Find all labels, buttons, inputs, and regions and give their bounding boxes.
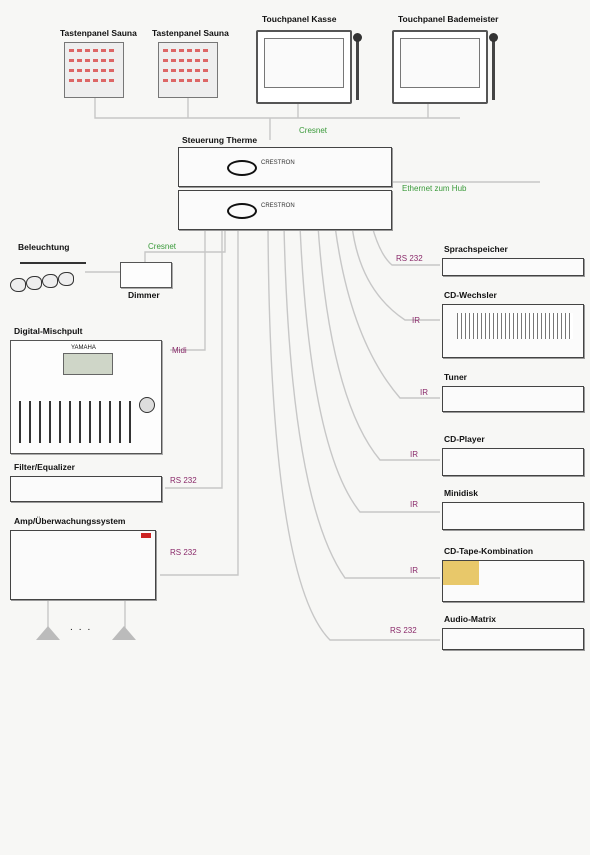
- dimmer-label: Dimmer: [128, 290, 160, 300]
- spotlight-icon[interactable]: [26, 276, 42, 290]
- amp-monitoring-system[interactable]: [10, 530, 156, 600]
- rs232-amp-label: RS 232: [170, 548, 197, 557]
- speaker-line: [47, 598, 126, 628]
- midi-line: [170, 226, 206, 351]
- rs232-matrix-label: RS 232: [390, 626, 417, 635]
- ir-cd-changer-label: IR: [412, 316, 420, 325]
- cd-player-display: [443, 452, 477, 464]
- ethernet-label: Ethernet zum Hub: [402, 184, 467, 193]
- touchpanel-screen[interactable]: [264, 38, 344, 88]
- spotlight-icon[interactable]: [10, 278, 26, 292]
- minidisk[interactable]: [442, 502, 584, 530]
- crestron-swirl-icon: [227, 160, 257, 176]
- speech-display: [443, 259, 473, 267]
- controller-title: Steuerung Therme: [182, 135, 258, 145]
- tuner-knob[interactable]: [443, 397, 457, 411]
- cd-tape-label: CD-Tape-Kombination: [444, 546, 534, 556]
- lighting-label: Beleuchtung: [18, 242, 70, 252]
- audio-matrix[interactable]: [442, 628, 584, 650]
- filter-equalizer[interactable]: [10, 476, 162, 502]
- cd-tape-combo[interactable]: [442, 560, 584, 602]
- amp-line: [160, 226, 239, 576]
- mixer-display: [63, 353, 113, 375]
- rs232-speech-label: RS 232: [396, 254, 423, 263]
- wiring-diagram: [47, 97, 540, 641]
- crestron-swirl-icon: [227, 203, 257, 219]
- ir-minidisk-label: IR: [410, 500, 418, 509]
- filter-label: Filter/Equalizer: [14, 462, 75, 472]
- mixer-jog-wheel[interactable]: [139, 397, 155, 413]
- touchpanel-screen[interactable]: [400, 38, 480, 88]
- touchpanel-bademeister-label: Touchpanel Bademeister: [398, 14, 499, 24]
- mixer-label: Digital-Mischpult: [14, 326, 83, 336]
- tuner-display: [443, 387, 493, 397]
- speaker-icon: [36, 626, 60, 640]
- touchpanel-stand: [489, 33, 498, 100]
- digital-mixer[interactable]: YAMAHA: [10, 340, 162, 454]
- touchpanel-kasse-label: Touchpanel Kasse: [262, 14, 337, 24]
- speaker-ellipsis: ...: [70, 622, 97, 633]
- cd-tape-line: [283, 225, 440, 579]
- touchpanel-bademeister[interactable]: [392, 30, 488, 104]
- controller-brand: CRESTRON: [261, 203, 295, 209]
- minidisk-knob[interactable]: [443, 515, 455, 527]
- ir-cd-player-label: IR: [410, 450, 418, 459]
- cresnet-top-label: Cresnet: [299, 126, 328, 135]
- tape-window: [443, 561, 479, 585]
- keypad-sauna-1[interactable]: [64, 42, 124, 98]
- cd-tape-display: [443, 585, 473, 595]
- cd-player-line: [317, 225, 440, 461]
- cd-changer-label: CD-Wechsler: [444, 290, 497, 300]
- audio-matrix-label: Audio-Matrix: [444, 614, 496, 624]
- spotlight-icon[interactable]: [58, 272, 74, 286]
- keypad-sauna-2-label: Tastenpanel Sauna: [152, 28, 229, 38]
- touchpanel-kasse[interactable]: [256, 30, 352, 104]
- controller-unit-2[interactable]: CRESTRON: [178, 190, 392, 230]
- matrix-line: [267, 225, 440, 641]
- tuner[interactable]: [442, 386, 584, 412]
- dimmer-box[interactable]: [120, 262, 172, 288]
- tuner-label: Tuner: [444, 372, 467, 382]
- amp-label: Amp/Überwachungssystem: [14, 516, 126, 526]
- mixer-brand: YAMAHA: [71, 345, 96, 351]
- midi-label: Midi: [172, 346, 187, 355]
- speech-line: [371, 225, 440, 266]
- cd-player-label: CD-Player: [444, 434, 485, 444]
- lighting-rail: [20, 262, 86, 264]
- speech-storage[interactable]: [442, 258, 584, 276]
- cd-changer-display: [443, 305, 473, 313]
- tuner-line: [334, 225, 440, 399]
- cd-player[interactable]: [442, 448, 584, 476]
- controller-unit-1[interactable]: CRESTRON: [178, 147, 392, 187]
- minidisk-label: Minidisk: [444, 488, 479, 498]
- minidisk-line: [299, 225, 440, 513]
- ir-tuner-label: IR: [420, 388, 428, 397]
- rs232-filter-label: RS 232: [170, 476, 197, 485]
- keypad-sauna-2[interactable]: [158, 42, 218, 98]
- cd-changer[interactable]: [442, 304, 584, 358]
- cd-changer-slots: [457, 313, 573, 339]
- cresnet-left-label: Cresnet: [148, 242, 177, 251]
- cresnet-top-bus: [94, 97, 460, 140]
- minidisk-display: [443, 503, 483, 515]
- cd-changer-line: [351, 225, 440, 321]
- spotlight-icon[interactable]: [42, 274, 58, 288]
- controller-brand: CRESTRON: [261, 160, 295, 166]
- keypad-sauna-1-label: Tastenpanel Sauna: [60, 28, 137, 38]
- speech-label: Sprachspeicher: [444, 244, 508, 254]
- amp-indicator-icon: [141, 533, 151, 538]
- ir-cd-tape-label: IR: [410, 566, 418, 575]
- filter-display: [11, 477, 55, 487]
- filter-line: [165, 226, 223, 489]
- speaker-icon: [112, 626, 136, 640]
- touchpanel-stand: [353, 33, 362, 100]
